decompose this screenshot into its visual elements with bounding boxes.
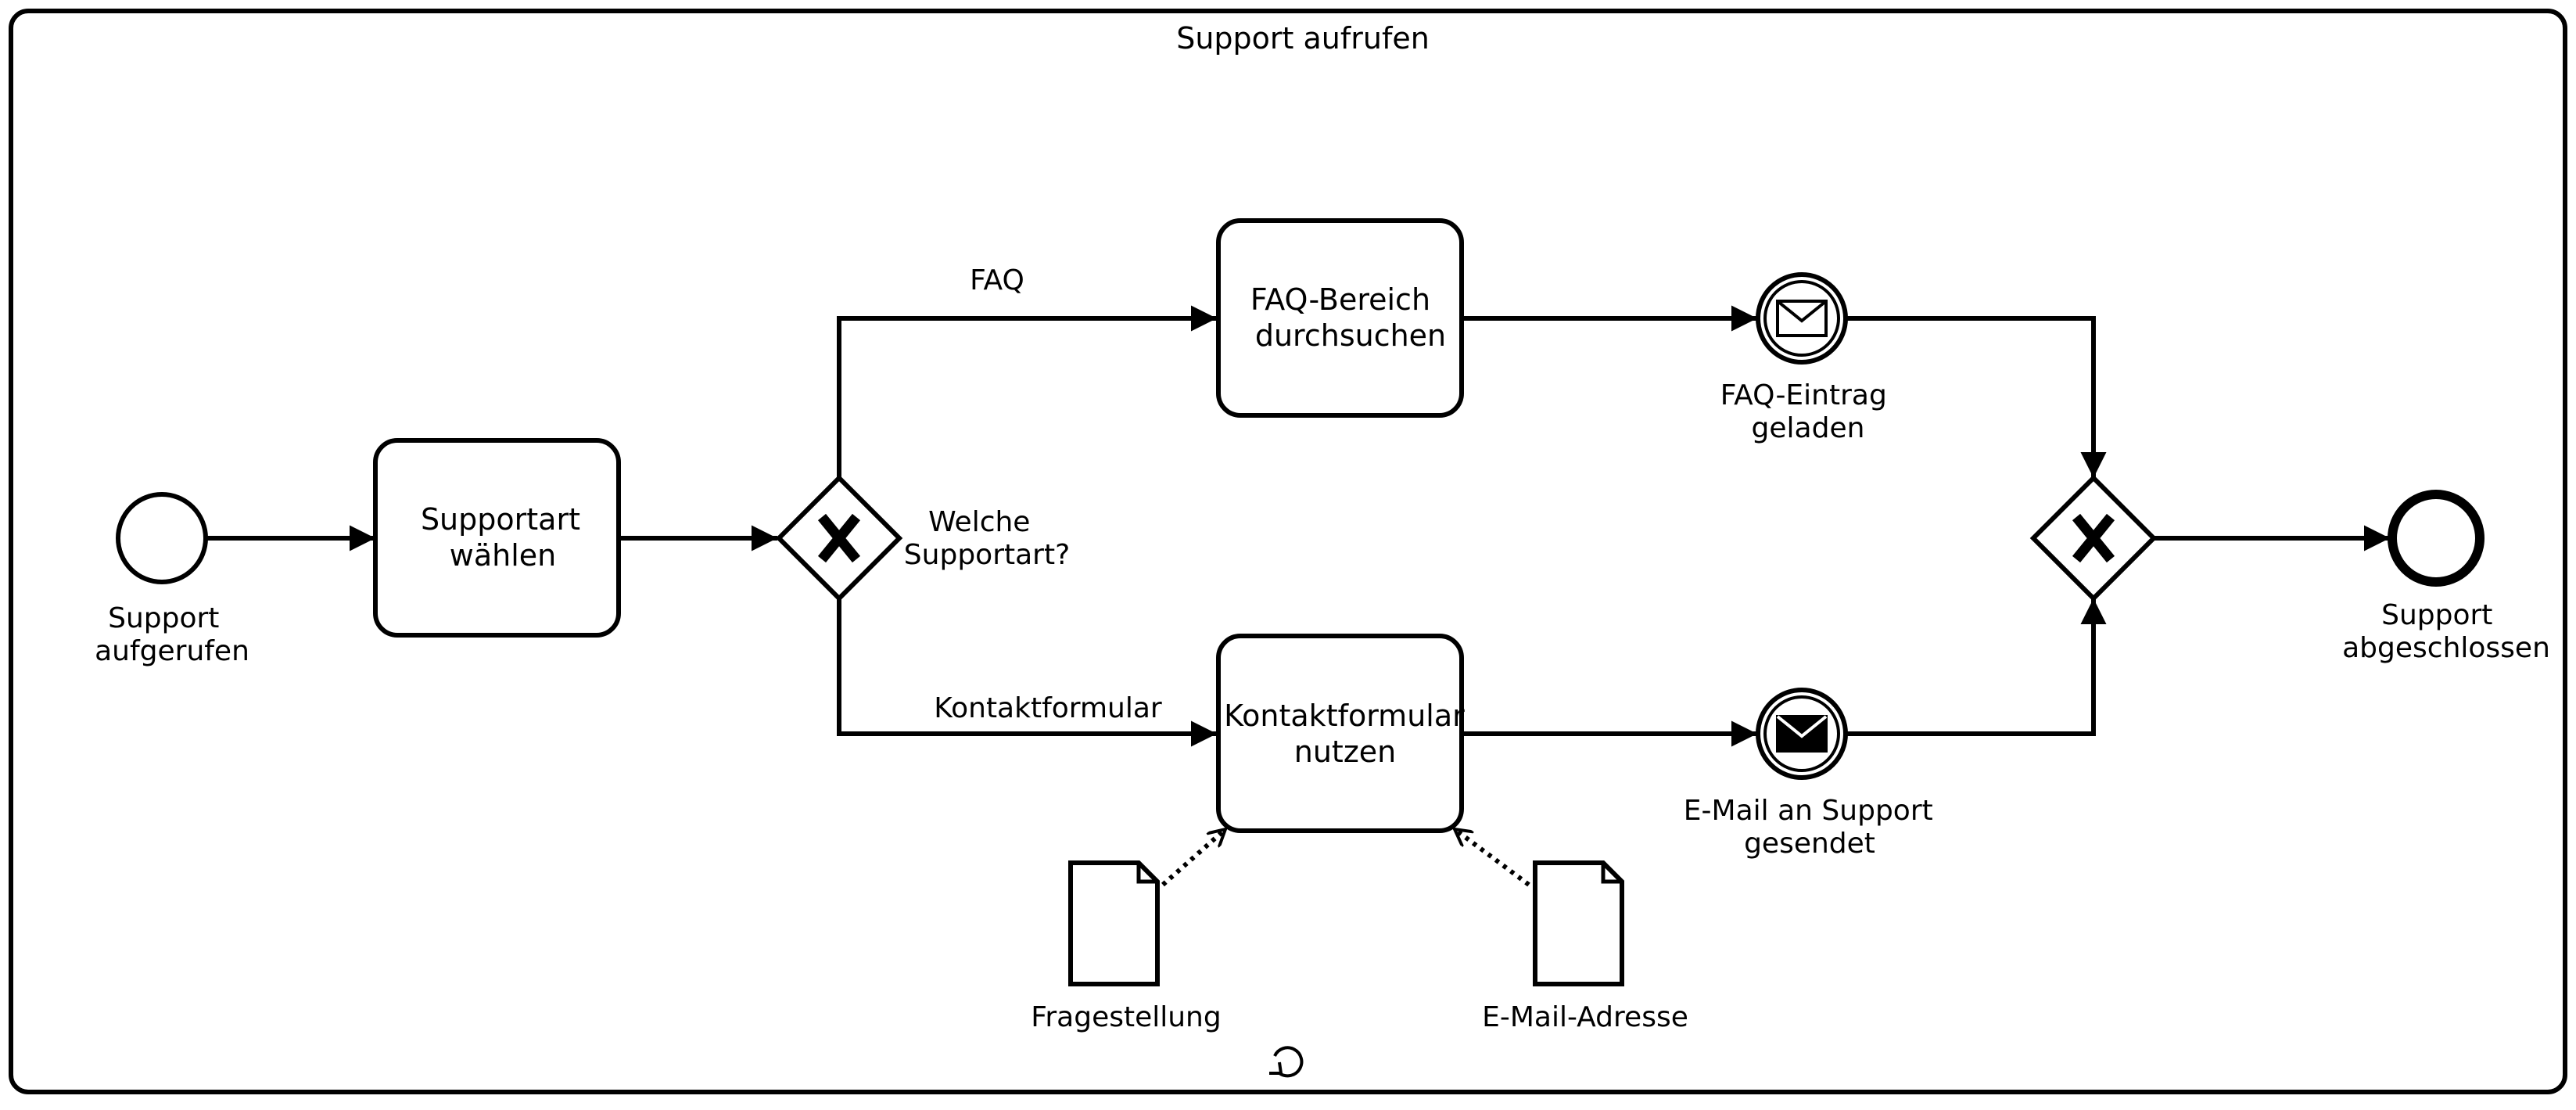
association-email[interactable] bbox=[1455, 829, 1530, 887]
event-faq-loaded[interactable] bbox=[1756, 272, 1848, 365]
gateway-split-label: Welche Supportart? bbox=[904, 506, 1070, 571]
flow-gateway-to-contact[interactable] bbox=[837, 598, 1217, 747]
task-faq[interactable] bbox=[1216, 218, 1464, 418]
start-event[interactable] bbox=[116, 492, 208, 584]
envelope-icon bbox=[1776, 300, 1828, 337]
data-object-question-label: Fragestellung bbox=[1031, 1001, 1221, 1033]
event-mail-sent[interactable] bbox=[1756, 688, 1848, 780]
start-event-label: Support aufgerufen bbox=[95, 602, 249, 667]
data-object-question[interactable] bbox=[1068, 860, 1160, 986]
gateway-join[interactable] bbox=[2029, 474, 2158, 602]
task-contact[interactable] bbox=[1216, 634, 1464, 833]
data-object-email[interactable] bbox=[1533, 860, 1624, 986]
data-object-email-label: E-Mail-Adresse bbox=[1482, 1001, 1688, 1033]
event-mail-sent-label: E-Mail an Support gesendet bbox=[1684, 795, 1942, 860]
flow-label-faq: FAQ bbox=[970, 264, 1024, 296]
flow-mailevent-to-join[interactable] bbox=[1847, 598, 2107, 736]
task-choose-support[interactable] bbox=[373, 438, 621, 638]
sequence-flows bbox=[206, 305, 2390, 747]
event-faq-loaded-label: FAQ-Eintrag geladen bbox=[1720, 379, 1896, 444]
task-faq-label: FAQ-Bereich durchsuchen bbox=[1250, 282, 1446, 353]
flow-faqevent-to-join[interactable] bbox=[1847, 316, 2107, 478]
pool-title: Support aufrufen bbox=[1176, 21, 1430, 56]
flow-gateway-to-faq[interactable] bbox=[837, 305, 1217, 478]
task-choose-support-label: Supportart wählen bbox=[421, 502, 590, 573]
flow-label-contact: Kontaktformular bbox=[934, 692, 1162, 724]
task-contact-label: Kontaktformular nutzen bbox=[1224, 699, 1474, 769]
envelope-filled-icon bbox=[1776, 715, 1828, 753]
subprocess-frame[interactable] bbox=[9, 9, 2567, 1094]
end-event-label: Support abgeschlossen bbox=[2342, 599, 2550, 664]
loop-icon bbox=[1269, 1046, 1304, 1078]
x-icon bbox=[2072, 513, 2115, 563]
x-icon bbox=[817, 513, 861, 563]
association-question[interactable] bbox=[1161, 829, 1225, 887]
end-event[interactable] bbox=[2388, 490, 2485, 587]
gateway-split[interactable] bbox=[775, 474, 903, 602]
